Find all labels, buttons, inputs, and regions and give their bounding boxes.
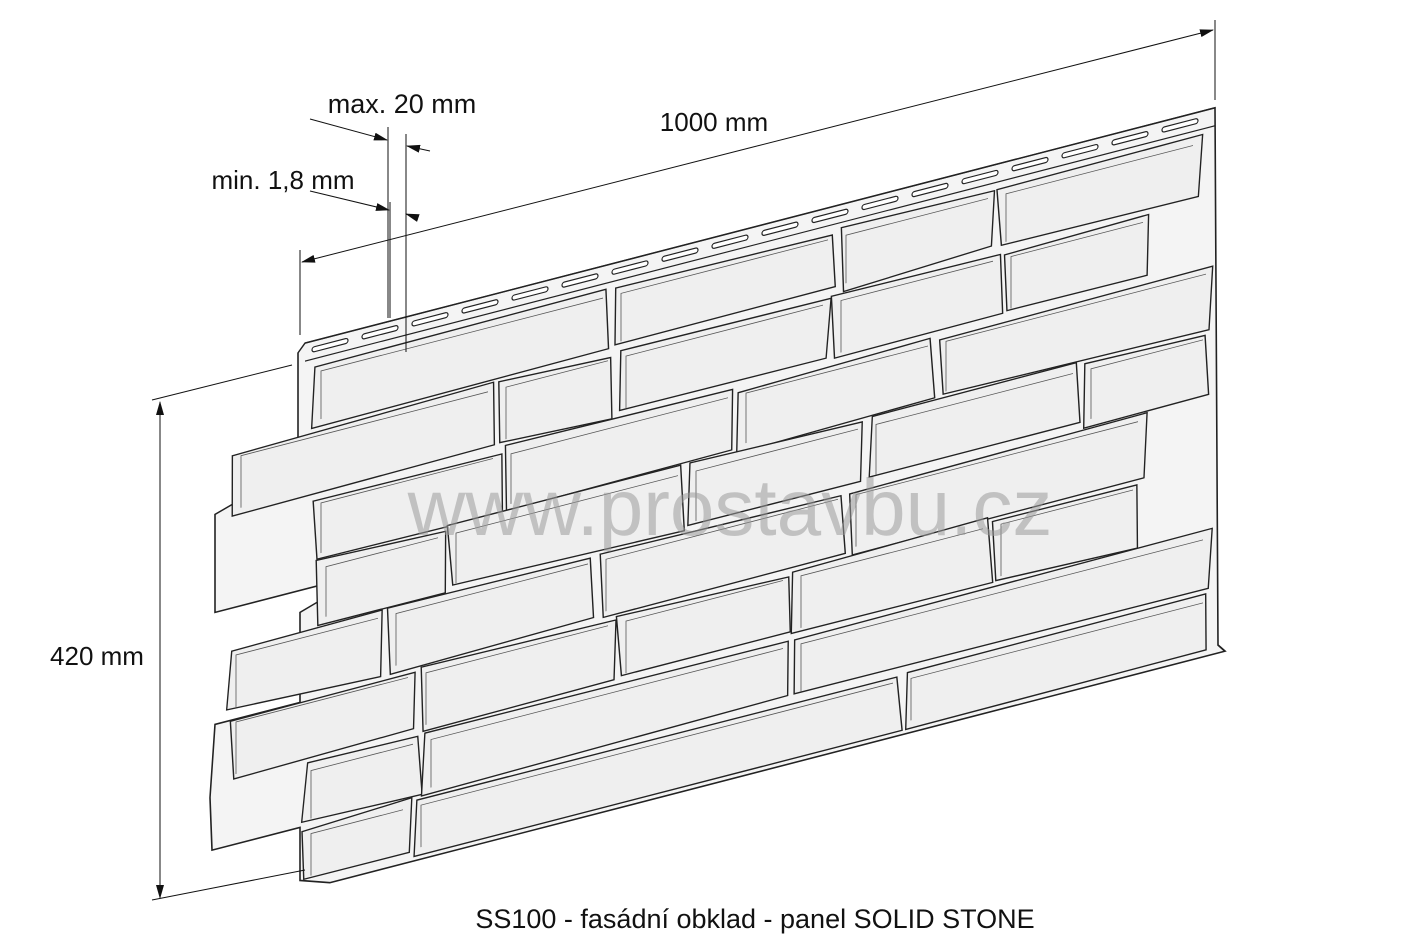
max-gap-dimension xyxy=(309,118,431,352)
width-dimension xyxy=(299,20,1216,335)
stone-bevel xyxy=(1010,222,1143,309)
nailing-slot xyxy=(861,195,899,211)
nailing-slot xyxy=(911,182,949,198)
stone-bevel xyxy=(625,580,783,674)
stone xyxy=(614,234,837,346)
stone xyxy=(848,411,1148,556)
stone-bevel xyxy=(875,373,1073,475)
watermark: www.prostavbu.cz xyxy=(407,463,1053,552)
nailing-slot xyxy=(761,221,799,236)
stone xyxy=(1082,334,1210,430)
caption: SS100 - fasádní obklad - panel SOLID STO… xyxy=(475,904,1034,934)
nailing-slot xyxy=(1011,156,1049,172)
min-gap-dimension xyxy=(309,190,420,318)
nailing-slot xyxy=(811,208,849,224)
stone xyxy=(413,676,903,858)
stone-bevel xyxy=(425,625,608,725)
stone-bevel xyxy=(910,602,1203,721)
nailing-slot xyxy=(1161,118,1199,133)
stone xyxy=(229,671,416,780)
stone-bevel xyxy=(455,475,678,584)
width-label: 1000 mm xyxy=(660,107,768,137)
stone-pattern xyxy=(225,133,1214,881)
max-gap-label: max. 20 mm xyxy=(328,89,477,119)
stone-bevel xyxy=(605,498,838,612)
stone-bevel xyxy=(1000,489,1133,577)
stone-bevel xyxy=(320,297,603,420)
nailing-slot xyxy=(411,312,449,327)
nailing-slot xyxy=(511,286,549,301)
stone-bevel xyxy=(625,304,823,409)
stone-bevel xyxy=(620,239,828,342)
stone xyxy=(938,265,1214,396)
stone xyxy=(420,619,617,733)
stone-bevel xyxy=(1090,339,1203,419)
stone-bevel xyxy=(320,458,493,554)
nailing-slot xyxy=(461,299,499,314)
stone xyxy=(840,189,996,293)
stone-bevel xyxy=(235,677,408,775)
nailing-slot xyxy=(661,247,699,262)
stone-bevel xyxy=(420,682,893,848)
stone xyxy=(420,640,789,797)
stone xyxy=(386,557,595,676)
stone-bevel xyxy=(235,617,378,708)
nailing-slot xyxy=(1111,131,1149,146)
min-gap-label: min. 1,8 mm xyxy=(211,165,354,195)
height-dimension xyxy=(151,364,306,901)
stone xyxy=(615,576,791,677)
stone-bevel xyxy=(240,391,488,508)
stone xyxy=(225,609,383,711)
stone xyxy=(1003,213,1150,312)
height-label: 420 mm xyxy=(50,641,144,671)
stone xyxy=(231,381,496,518)
stone-bevel xyxy=(800,539,1203,692)
stone xyxy=(793,527,1213,695)
nailing-slot xyxy=(961,169,999,185)
stone xyxy=(446,464,686,586)
stone-bevel xyxy=(310,743,413,819)
stone xyxy=(687,421,863,527)
nailing-slots xyxy=(311,118,1199,353)
stone xyxy=(790,516,994,635)
nailing-slot xyxy=(311,337,349,353)
stone xyxy=(504,388,734,512)
stone-bevel xyxy=(745,345,928,444)
panel-body xyxy=(209,106,1227,884)
stone-bevel xyxy=(695,428,858,522)
stone xyxy=(599,494,847,619)
stone xyxy=(735,337,936,455)
stone-bevel xyxy=(945,273,1206,392)
stone-bevel xyxy=(800,528,983,628)
stone-bevel xyxy=(1005,145,1193,242)
stone-bevel xyxy=(840,260,993,353)
nailing-slot xyxy=(1061,143,1099,159)
stone xyxy=(301,796,413,881)
stone xyxy=(315,530,447,627)
stone xyxy=(830,253,1004,360)
nailing-slot xyxy=(711,234,749,249)
stone-bevel xyxy=(510,397,728,504)
stone-bevel xyxy=(505,360,608,440)
stone-bevel xyxy=(845,198,988,284)
stone-bevel xyxy=(325,537,438,617)
stone-bevel xyxy=(310,809,403,876)
stone xyxy=(310,288,610,430)
stone-bevel xyxy=(395,563,588,666)
nailing-slot xyxy=(361,325,399,340)
stone xyxy=(868,361,1081,478)
stone-bevel xyxy=(855,421,1138,547)
stone xyxy=(618,297,832,412)
stone-bevel xyxy=(430,648,783,788)
stone xyxy=(904,592,1207,731)
nailing-slot xyxy=(611,260,649,275)
stone xyxy=(996,133,1204,247)
nailing-slot xyxy=(561,273,599,288)
